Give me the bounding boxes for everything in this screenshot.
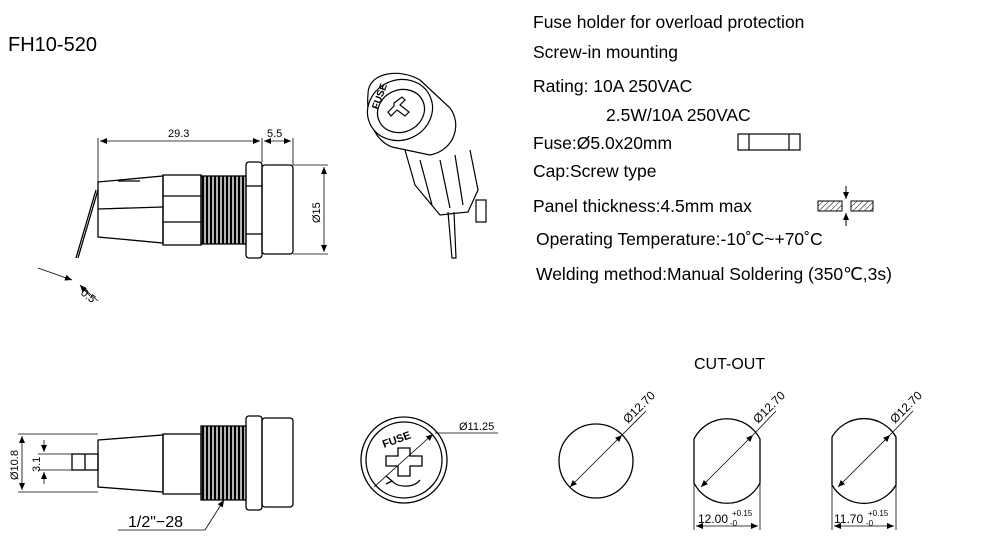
hole2-tol-plus: +0.15 — [732, 509, 753, 518]
hole3-flat-dim: 11.70 — [834, 512, 863, 526]
spec-temperature: Operating Temperature:-10˚C~+70˚C — [536, 229, 823, 249]
spec-description: Fuse holder for overload protection — [533, 12, 805, 32]
spec-rating: Rating: 10A 250VAC — [533, 76, 693, 96]
hole3-tol-plus: +0.15 — [868, 509, 889, 518]
spec-cap: Cap:Screw type — [533, 161, 657, 181]
thread-spec: 1/2"−28 — [128, 514, 183, 531]
model-number: FH10-520 — [8, 34, 97, 56]
bottom-view-drawing — [18, 415, 294, 531]
side-cap-dim: 5.5 — [267, 128, 282, 140]
cutout-title: CUT-OUT — [694, 356, 766, 373]
fuse-symbol-icon — [737, 133, 801, 151]
hole2-tol-minus: -0 — [730, 519, 738, 528]
hole2-diameter-dim: Ø12.70 — [750, 388, 788, 426]
cutout-hole-flat-1 — [693, 410, 777, 530]
spec-welding: Welding method:Manual Soldering (350℃,3s… — [536, 264, 892, 284]
isometric-view-drawing — [366, 72, 487, 259]
side-view-drawing — [37, 138, 328, 302]
spec-rating-2: 2.5W/10A 250VAC — [606, 105, 751, 125]
bottom-diameter-dim: Ø10.8 — [9, 450, 21, 480]
spec-mounting: Screw-in mounting — [533, 42, 678, 62]
side-diameter-dim: Ø15 — [311, 202, 323, 223]
bottom-pin-dim: 3.1 — [31, 457, 43, 472]
hole3-diameter-dim: Ø12.70 — [887, 388, 925, 426]
cap-diameter-dim: Ø11.25 — [459, 421, 494, 433]
side-length-dim: 29.3 — [168, 128, 189, 140]
spec-fuse: Fuse:Ø5.0x20mm — [533, 133, 673, 153]
side-pin-dim: 0.5 — [78, 287, 97, 306]
cutout-hole-flat-2 — [831, 410, 914, 530]
hole1-diameter-dim: Ø12.70 — [620, 388, 658, 426]
spec-panel-thickness: Panel thickness:4.5mm max — [533, 196, 752, 216]
cutout-hole-round — [558, 410, 647, 499]
hole2-flat-dim: 12.00 — [698, 512, 728, 526]
cap-front-view-drawing — [360, 416, 498, 504]
panel-thickness-icon — [817, 186, 874, 226]
hole3-tol-minus: -0 — [866, 519, 874, 528]
